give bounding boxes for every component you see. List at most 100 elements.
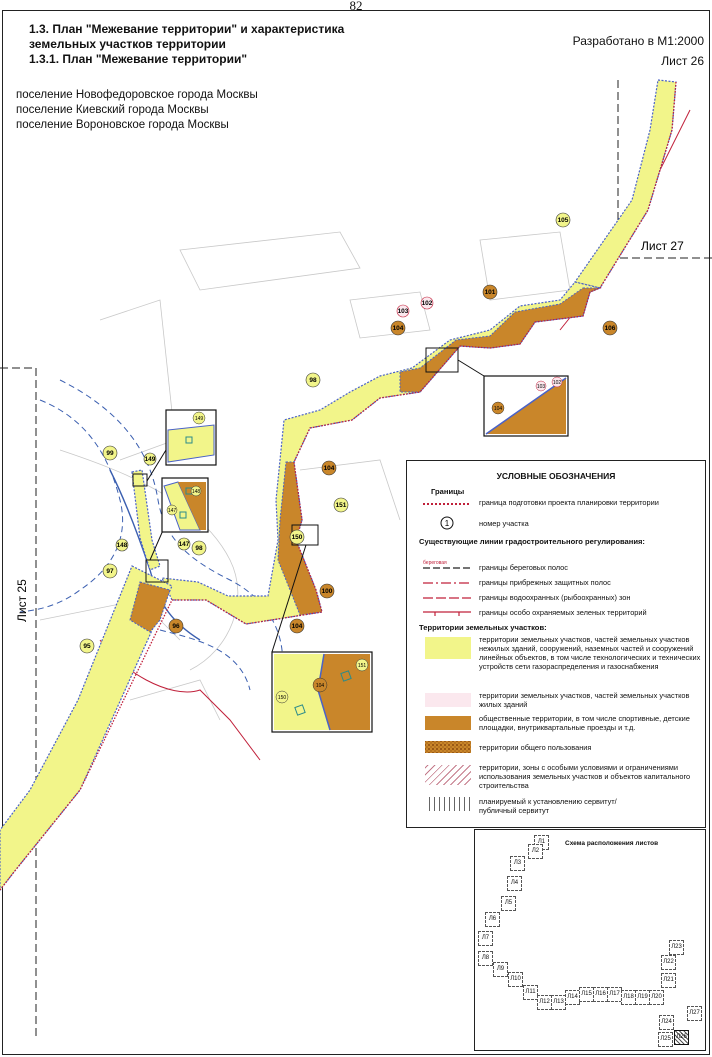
legend-territories-head: Территории земельных участков:: [419, 623, 547, 632]
settlement-list: поселение Новофедоровское города Москвы …: [16, 88, 258, 133]
planning-boundary: [0, 81, 677, 891]
sheet-cell: Л4: [507, 876, 522, 891]
sheet-cell: Л24: [659, 1015, 674, 1030]
legend-servitude: планируемый к установлению сервитут/ пуб…: [479, 797, 617, 815]
plot-label-151: 151: [336, 502, 347, 509]
sheet-cell: Л10: [508, 972, 523, 987]
callout-detail-4: 150 104 151: [271, 651, 373, 733]
legend-swatch-restricted: [425, 765, 471, 785]
sheet-cell: Л22: [661, 955, 676, 970]
callout-4-label-150: 150: [278, 695, 287, 701]
adjacent-sheet-left: Лист 25: [15, 579, 29, 622]
sheet-cell: Л21: [661, 973, 676, 988]
plot-number-markers: 105 101 102 103 104 106 98 104 151 150 1…: [79, 212, 618, 654]
sheet-cell: Л16: [593, 987, 608, 1002]
plot-label-105: 105: [558, 217, 569, 224]
settlement-item: поселение Вороновское города Москвы: [16, 119, 229, 131]
sheet-frame: [2, 10, 710, 1055]
sheet-cell: Л27: [687, 1006, 702, 1021]
sheet-cell: Л20: [649, 990, 664, 1005]
sheet-cell: Л6: [485, 912, 500, 927]
public-territories: [129, 287, 601, 633]
plot-label-103: 103: [398, 308, 409, 315]
callout-1-label-103: 103: [537, 384, 546, 390]
legend-boundaries-head: Границы: [431, 487, 465, 496]
legend-coastal: границы прибрежных защитных полос: [479, 578, 611, 587]
callout-3-label-148: 148: [192, 489, 201, 495]
legend-planning-boundary: граница подготовки проекта планировки те…: [479, 498, 659, 507]
legend-restricted: территории, зоны с особыми условиями и о…: [479, 763, 691, 790]
page-number: 82: [349, 0, 363, 13]
plot-95: [0, 565, 173, 891]
legend-planning-line: [423, 503, 471, 505]
plot-label-147: 147: [179, 541, 190, 548]
legend-title: УСЛОВНЫЕ ОБОЗНАЧЕНИЯ: [496, 471, 616, 481]
sheet-layout-inset: Схема расположения листов Л1 Л2 Л3 Л4 Л5…: [474, 829, 706, 1051]
sheet-cell: Л8: [478, 951, 493, 966]
sheet-cell: Л23: [669, 940, 684, 955]
callout-detail-1: 104 103 102: [483, 375, 569, 437]
legend-nonresidential: территории земельных участков, частей зе…: [479, 635, 701, 671]
inset-title: Схема расположения листов: [565, 840, 659, 847]
sheet-cell: Л9: [493, 962, 508, 977]
legend-existing-lines-head: Существующие линии градостроительного ре…: [419, 537, 645, 546]
sheet-cell: Л18: [621, 990, 636, 1005]
callout-4-label-104: 104: [316, 683, 325, 689]
plot-label-101: 101: [485, 289, 496, 296]
plot-label-97: 97: [106, 568, 114, 575]
plot-label-96: 96: [172, 623, 180, 630]
plot-label-104a: 104: [393, 325, 404, 332]
legend-plot-number-icon: 1: [440, 516, 454, 530]
sheet-title: 1.3. План "Межевание территории" и харак…: [29, 22, 344, 67]
plot-label-106: 106: [605, 325, 616, 332]
callout-2-label-149: 149: [195, 416, 204, 422]
legend-residential: территории земельных участков, частей зе…: [479, 691, 690, 709]
legend-shore: границы береговых полос: [479, 563, 568, 572]
legend-public: общественные территории, в том числе спо…: [479, 714, 690, 732]
callout-1-label-102: 102: [553, 380, 562, 386]
sheet-cell: Л13: [551, 995, 566, 1010]
plot-label-95: 95: [83, 643, 91, 650]
sheet-cell: Л19: [635, 990, 650, 1005]
plot-label-100: 100: [322, 588, 333, 595]
settlement-item: поселение Киевский города Москвы: [16, 104, 209, 116]
sheet-cell: Л12: [537, 995, 552, 1010]
plot-label-104c: 104: [292, 623, 303, 630]
sheet-cell: Л2: [528, 844, 543, 859]
plot-label-148: 148: [117, 542, 128, 549]
plot-label-102: 102: [422, 300, 433, 307]
callout-anchors: [132, 347, 485, 653]
legend-green-line: [423, 611, 471, 616]
sheet-cell: Л15: [579, 987, 594, 1002]
sheet-cell: Л5: [501, 896, 516, 911]
settlement-item: поселение Новофедоровское города Москвы: [16, 89, 258, 101]
plot-99-strip: [131, 469, 161, 571]
legend-swatch-residential: [425, 693, 471, 707]
legend-common: территории общего пользования: [479, 743, 592, 752]
legend-coastal-line: [423, 582, 471, 584]
callout-detail-2: 149: [165, 409, 217, 466]
adjacent-sheet-right: Лист 27: [641, 239, 684, 253]
legend-plot-number-symbol: 1: [445, 519, 450, 528]
plot-label-149: 149: [145, 456, 156, 463]
plot-label-98a: 98: [309, 377, 317, 384]
legend-swatch-public: [425, 716, 471, 730]
callout-detail-3: 148 147: [161, 477, 209, 533]
plot-label-150: 150: [292, 534, 303, 541]
plot-label-104b: 104: [324, 465, 335, 472]
sheet-cell: Л17: [607, 987, 622, 1002]
legend-plot-number: номер участка: [479, 519, 529, 528]
sheet-cell: Л25: [658, 1032, 673, 1047]
callout-1-label-104: 104: [494, 406, 503, 412]
plot-106: [399, 287, 601, 393]
legend-water-line: [423, 597, 471, 599]
sheet-cell: Л7: [478, 931, 493, 946]
plot-96: [129, 581, 171, 633]
legend-water: границы водоохранных (рыбоохранных) зон: [479, 593, 631, 602]
plot-105: [574, 79, 677, 289]
legend-panel: УСЛОВНЫЕ ОБОЗНАЧЕНИЯ Границы граница под…: [406, 460, 706, 828]
title-line-2: земельных участков территории: [29, 37, 226, 51]
plot-label-98b: 98: [195, 545, 203, 552]
title-line-3: 1.3.1. План "Межевание территории": [29, 52, 248, 66]
